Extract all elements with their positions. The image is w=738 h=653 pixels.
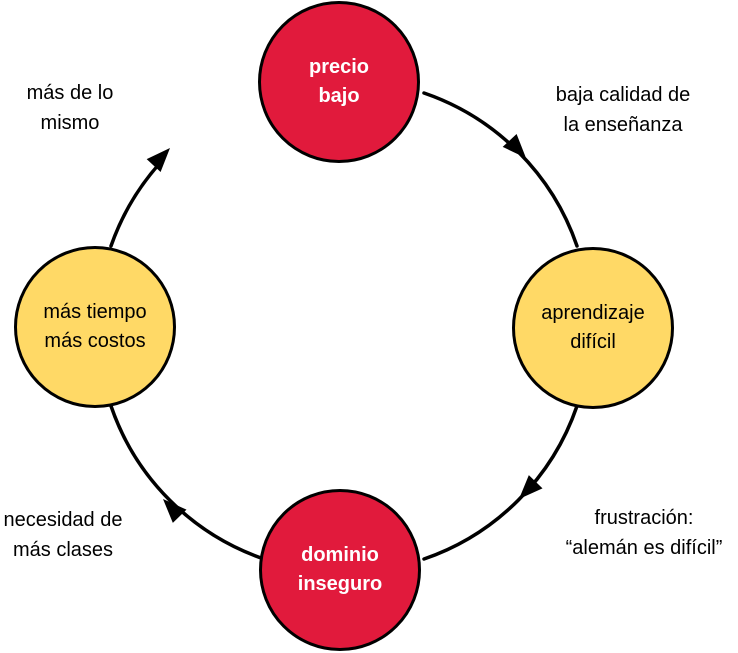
cycle-node-dominio-inseguro: dominio inseguro (259, 489, 421, 651)
arrowhead-right-to-bottom-icon (519, 475, 543, 499)
edge-label-necesidad-de-mas-clases: necesidad de más clases (0, 505, 126, 565)
edge-label-line: la enseñanza (563, 114, 683, 136)
edge-label-line: “alemán es difícil” (565, 537, 723, 559)
node-label-line: más costos (44, 330, 146, 352)
cycle-node-mas-tiempo-mas-costos: más tiempo más costos (14, 246, 176, 408)
node-label-line: bajo (318, 85, 360, 107)
node-label-line: precio (308, 56, 370, 78)
edge-label-line: más de lo (26, 82, 114, 104)
node-label-line: más tiempo (43, 301, 147, 323)
arc-bottom-to-left (109, 404, 266, 561)
edge-label-line: más clases (12, 539, 114, 561)
edge-label-line: frustración: (594, 507, 694, 529)
edge-label-line: baja calidad de (555, 84, 691, 106)
node-label-line: difícil (570, 331, 616, 353)
cycle-node-precio-bajo: precio bajo (258, 1, 420, 163)
node-label-line: dominio (301, 544, 379, 566)
node-label-line: inseguro (297, 573, 383, 595)
edge-label-line: mismo (40, 112, 100, 134)
arc-left-to-top (109, 161, 162, 248)
edge-label-frustracion: frustración: “alemán es difícil” (554, 503, 734, 563)
arrowhead-bottom-to-left-icon (163, 499, 187, 523)
edge-label-baja-calidad: baja calidad de la enseñanza (533, 80, 713, 140)
edge-label-line: necesidad de (3, 509, 123, 531)
arc-right-to-bottom (422, 404, 579, 561)
cycle-node-aprendizaje-dificil: aprendizaje difícil (512, 247, 674, 409)
arrowhead-top-to-right-icon (502, 133, 526, 158)
node-label-line: aprendizaje (541, 302, 645, 324)
arrowhead-left-to-top-icon (146, 148, 170, 173)
edge-label-mas-de-lo-mismo: más de lo mismo (0, 78, 150, 138)
